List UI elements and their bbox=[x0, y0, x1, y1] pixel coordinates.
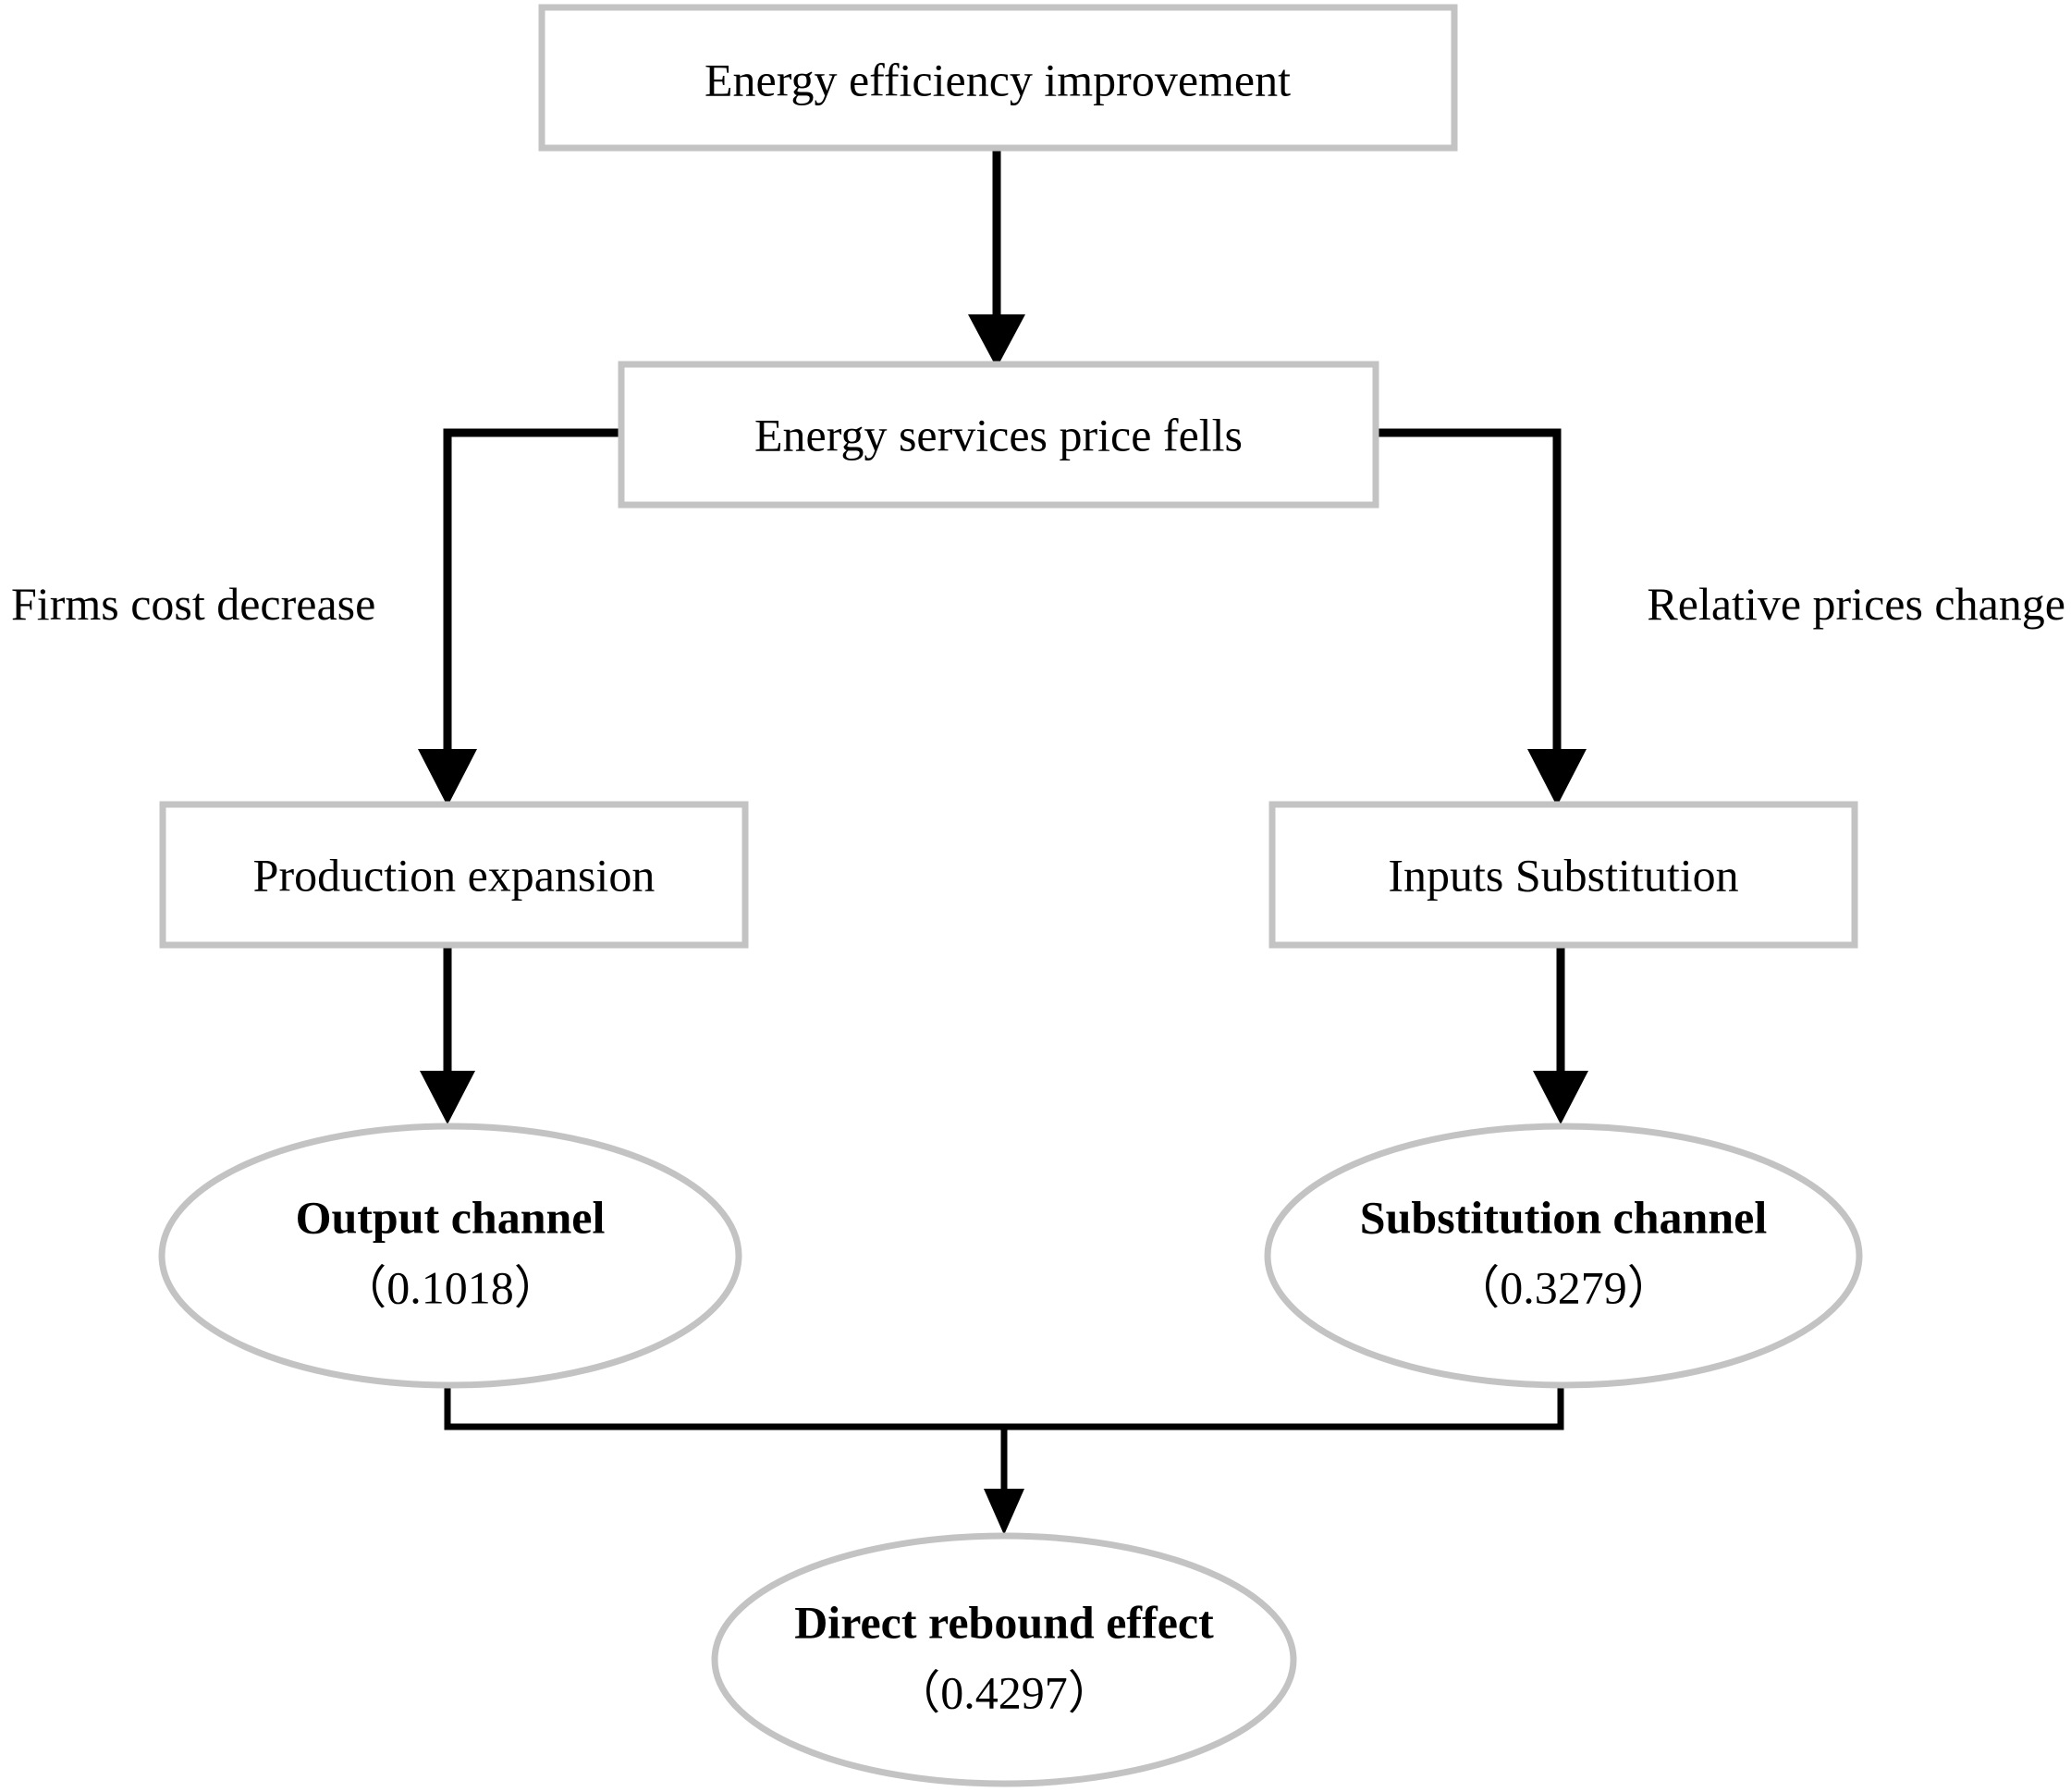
arrow-head-icon bbox=[968, 314, 1025, 368]
arrow-head-icon bbox=[418, 749, 477, 806]
arrow-head-icon bbox=[1533, 1071, 1588, 1124]
node-label: Substitution channel bbox=[1360, 1191, 1768, 1243]
node-label: Production expansion bbox=[253, 849, 656, 901]
edge-channels-to-rebound bbox=[444, 1383, 1564, 1535]
edge-label-firms-cost-decrease: Firms cost decrease bbox=[11, 578, 375, 630]
edge-price-to-substitution bbox=[1376, 428, 1587, 806]
node-ellipse bbox=[1264, 1123, 1863, 1389]
node-rect bbox=[618, 361, 1379, 509]
node-label: Output channel bbox=[296, 1191, 606, 1243]
node-label: Direct rebound effect bbox=[794, 1596, 1214, 1648]
edge-production-to-output bbox=[420, 947, 475, 1124]
edge-label-relative-prices-change: Relative prices change bbox=[1647, 578, 2065, 630]
node-value: （0.3279） bbox=[1453, 1261, 1673, 1313]
node-ellipse bbox=[158, 1123, 742, 1389]
node-substitution-channel[interactable]: Substitution channel （0.3279） bbox=[1264, 1123, 1863, 1389]
node-value: （0.1018） bbox=[340, 1261, 560, 1313]
node-production-expansion[interactable]: Production expansion bbox=[159, 801, 749, 949]
node-output-channel[interactable]: Output channel （0.1018） bbox=[158, 1123, 742, 1389]
node-value: （0.4297） bbox=[894, 1666, 1114, 1718]
node-label: Inputs Substitution bbox=[1388, 849, 1738, 901]
arrow-head-icon bbox=[984, 1489, 1024, 1535]
arrow-head-icon bbox=[420, 1071, 475, 1124]
arrow-head-icon bbox=[1527, 749, 1587, 806]
node-rect bbox=[1268, 801, 1858, 949]
node-rect bbox=[538, 4, 1458, 152]
node-energy-efficiency-improvement[interactable]: Energy efficiency improvement bbox=[538, 4, 1458, 152]
node-label: Energy efficiency improvement bbox=[705, 54, 1291, 105]
edge-price-to-production bbox=[418, 428, 621, 806]
node-label: Energy services price fells bbox=[754, 409, 1243, 460]
node-energy-services-price-fells[interactable]: Energy services price fells bbox=[618, 361, 1379, 509]
edge-substitution-to-channel bbox=[1533, 947, 1588, 1124]
node-ellipse bbox=[711, 1532, 1297, 1787]
node-direct-rebound-effect[interactable]: Direct rebound effect （0.4297） bbox=[711, 1532, 1297, 1787]
node-rect bbox=[159, 801, 749, 949]
node-inputs-substitution[interactable]: Inputs Substitution bbox=[1268, 801, 1858, 949]
edge-efficiency-to-price bbox=[968, 148, 1025, 368]
